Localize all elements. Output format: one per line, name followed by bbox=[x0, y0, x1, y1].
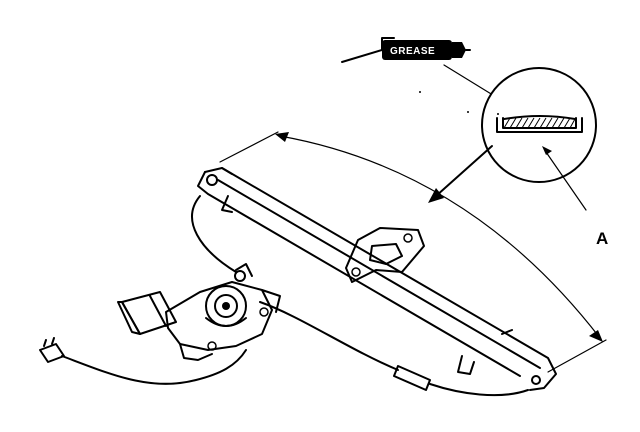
grease-tube-icon: GREASE bbox=[341, 37, 471, 63]
rail-length-arc bbox=[219, 131, 607, 373]
grease-tube-label: GREASE bbox=[390, 46, 435, 57]
regulator-rail bbox=[197, 167, 557, 391]
regulator-cable bbox=[191, 195, 529, 397]
grease-hatching bbox=[503, 115, 576, 129]
callout-label-a: A bbox=[596, 229, 608, 248]
motor-connector bbox=[39, 337, 247, 385]
regulator-motor bbox=[117, 263, 281, 361]
lift-bracket bbox=[345, 227, 425, 283]
magnified-detail-circle bbox=[481, 67, 597, 211]
detail-location-arrow bbox=[428, 145, 493, 203]
